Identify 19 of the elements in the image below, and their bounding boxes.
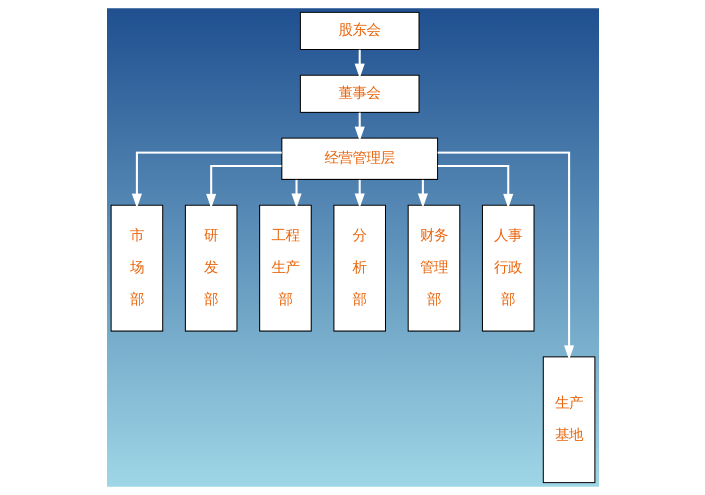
node-box: 股东会 [299, 12, 420, 50]
node-box: 财务管理部 [407, 204, 460, 332]
arrow [131, 152, 282, 208]
arrow [417, 180, 428, 208]
arrow [437, 152, 574, 360]
node-box: 经营管理层 [280, 138, 438, 180]
arrow [354, 50, 364, 78]
node-box: 市场部 [110, 204, 163, 332]
node-box: 董事会 [299, 74, 420, 113]
node-box: 人事行政部 [481, 204, 534, 332]
node-box: 研发部 [184, 204, 237, 332]
arrow [290, 180, 302, 208]
node-box: 分析部 [332, 204, 386, 332]
node-box: 工程生产部 [258, 204, 312, 332]
arrow [354, 112, 364, 142]
node-box: 生产基地 [542, 356, 595, 484]
arrow [437, 164, 513, 208]
arrow [354, 180, 364, 208]
arrow [206, 164, 282, 208]
